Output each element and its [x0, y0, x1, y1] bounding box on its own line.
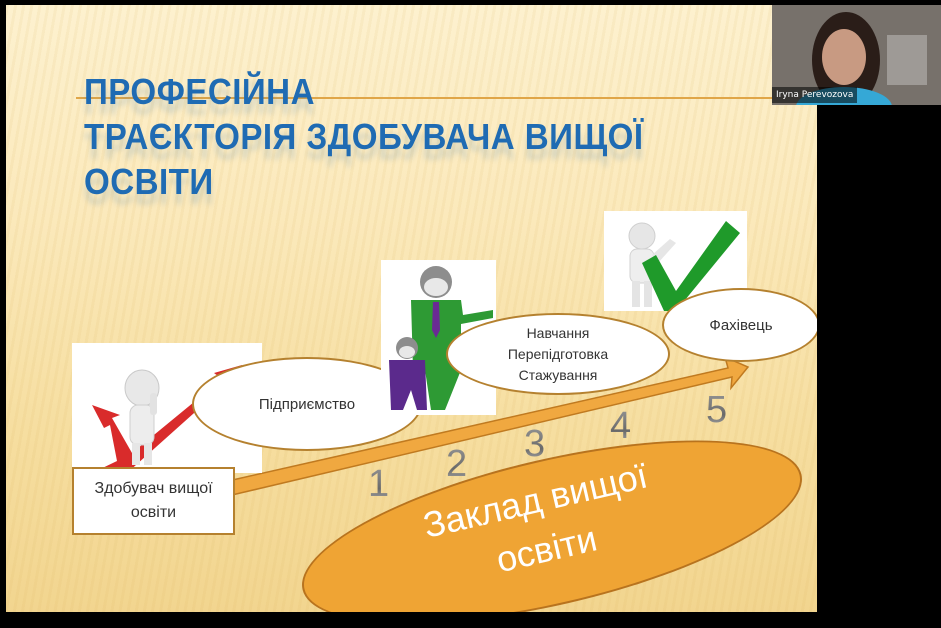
title-divider-line: [76, 97, 817, 99]
presentation-slide: ПРОФЕСІЙНА ТРАЄКТОРІЯ ЗДОБУВАЧА ВИЩОЇ ОС…: [6, 5, 817, 612]
student-box-line-1: Здобувач вищої: [94, 480, 213, 497]
stage-training-line-3: Стажування: [518, 366, 598, 383]
title-line-1: ПРОФЕСІЙНА: [84, 71, 315, 112]
stage-enterprise-label: Підприємство: [258, 395, 356, 413]
student-box-line-2: освіти: [130, 504, 177, 521]
title-line-2: ТРАЄКТОРІЯ ЗДОБУВАЧА ВИЩОЇ: [84, 116, 644, 157]
slide-title: ПРОФЕСІЙНА ТРАЄКТОРІЯ ЗДОБУВАЧА ВИЩОЇ ОС…: [84, 69, 643, 204]
stage-training-ellipse: Навчання Перепідготовка Стажування: [446, 313, 670, 395]
stage-training-line-2: Перепідготовка: [507, 345, 609, 362]
step-number-1: 1: [368, 463, 390, 505]
participant-video-tile[interactable]: Iryna Perevozova: [772, 5, 941, 105]
step-number-3: 3: [524, 423, 546, 465]
stage-training-line-1: Навчання: [526, 324, 590, 341]
participant-name-label: Iryna Perevozova: [772, 87, 858, 103]
step-number-5: 5: [706, 389, 728, 431]
title-line-3: ОСВІТИ: [84, 161, 214, 202]
step-number-4: 4: [610, 405, 632, 447]
stage-specialist-ellipse: Фахівець: [662, 288, 817, 362]
step-number-2: 2: [446, 443, 468, 485]
checkmark-icon: [628, 221, 740, 311]
student-box: Здобувач вищої освіти: [72, 467, 235, 535]
stage-specialist-label: Фахівець: [709, 316, 773, 334]
